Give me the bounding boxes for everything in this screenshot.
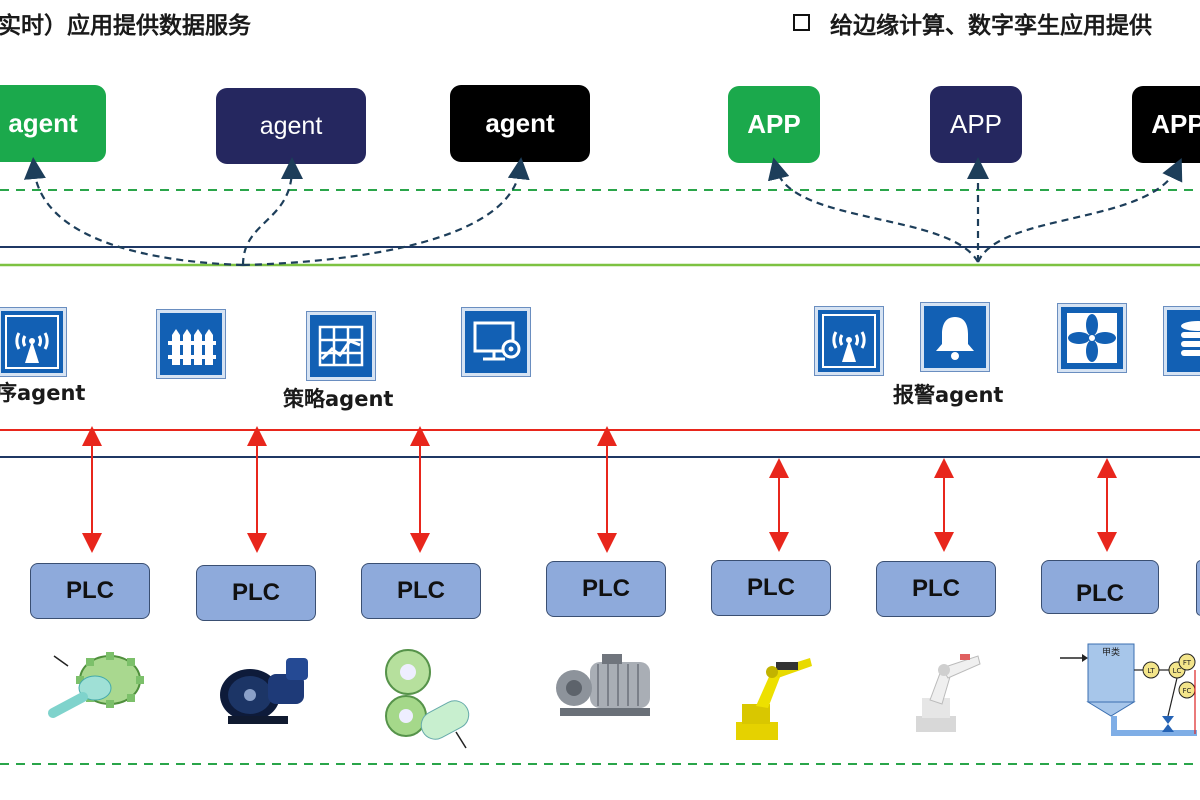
dashed-arrow-to-agent-black xyxy=(242,157,530,267)
plc-box-partial[interactable] xyxy=(1196,560,1200,616)
chart-icon[interactable] xyxy=(307,312,375,380)
process-diagram-icon: 甲类 LT LC FT FC xyxy=(1060,643,1197,736)
bell-icon[interactable] xyxy=(921,303,989,371)
agent-box-navy-label: agent xyxy=(259,111,323,140)
gears-roller-icon xyxy=(385,649,470,749)
app-box-navy-label: APP xyxy=(949,109,1003,139)
heading-right: 给边缘计算、数字孪生应用提供 xyxy=(793,6,1152,40)
fence-icon[interactable] xyxy=(157,310,225,378)
yellow-robot-arm-icon xyxy=(736,658,812,740)
dashed-arrow-to-app-green xyxy=(767,157,979,263)
instrument-ft: FT xyxy=(1183,659,1192,667)
heading-right-text: 给边缘计算、数字孪生应用提供 xyxy=(830,13,1152,39)
motor-pump-icon xyxy=(556,654,650,716)
plc-box[interactable]: PLC xyxy=(196,565,316,621)
dashed-arrow-to-app-black xyxy=(976,158,1183,263)
pump-icon xyxy=(220,658,308,724)
plc-box[interactable]: PLC xyxy=(546,561,666,617)
app-box-green-label: APP xyxy=(747,109,801,139)
heading-left-text: 实时）应用提供数据服务 xyxy=(0,13,251,39)
plc-box[interactable]: PLC xyxy=(711,560,831,616)
app-box-black-label: APP xyxy=(1151,109,1200,139)
agent-box-green[interactable]: agent xyxy=(0,85,106,162)
agent-box-black[interactable]: agent xyxy=(450,85,590,162)
agent-box-green-label: agent xyxy=(8,108,78,138)
app-box-green[interactable]: APP xyxy=(728,86,820,163)
instrument-lt: LT xyxy=(1147,667,1155,675)
monitor-gear-icon[interactable] xyxy=(462,308,530,376)
heading-left: 实时）应用提供数据服务 xyxy=(0,6,251,40)
app-box-navy[interactable]: APP xyxy=(930,86,1022,163)
dashed-arrow-to-agent-navy xyxy=(241,157,303,266)
instrument-fc: FC xyxy=(1183,687,1192,695)
gear-icon xyxy=(47,652,144,718)
plc-box[interactable]: PLC xyxy=(30,563,150,619)
plc-box[interactable]: PLC xyxy=(361,563,481,619)
wireless-tower-icon[interactable] xyxy=(815,307,883,375)
process-tank-label: 甲类 xyxy=(1102,646,1120,658)
dashed-arrow-to-agent-green xyxy=(23,157,244,267)
instrument-lc: LC xyxy=(1173,667,1182,675)
white-robot-arm-icon xyxy=(916,654,981,732)
plc-box[interactable]: PLC xyxy=(876,561,996,617)
database-icon[interactable] xyxy=(1164,307,1200,375)
agent-box-black-label: agent xyxy=(485,108,555,138)
app-box-black[interactable]: APP xyxy=(1132,86,1200,163)
plc-box[interactable]: PLC xyxy=(1041,560,1159,614)
agent-label-first: 序agent xyxy=(0,381,86,405)
agent-label-second: 策略agent xyxy=(283,387,394,411)
wireless-tower-icon[interactable] xyxy=(0,308,66,376)
checkbox-bullet-icon xyxy=(793,14,810,31)
fan-icon[interactable] xyxy=(1058,304,1126,372)
agent-box-navy[interactable]: agent xyxy=(216,88,366,164)
agent-label-third: 报警agent xyxy=(893,383,1004,407)
